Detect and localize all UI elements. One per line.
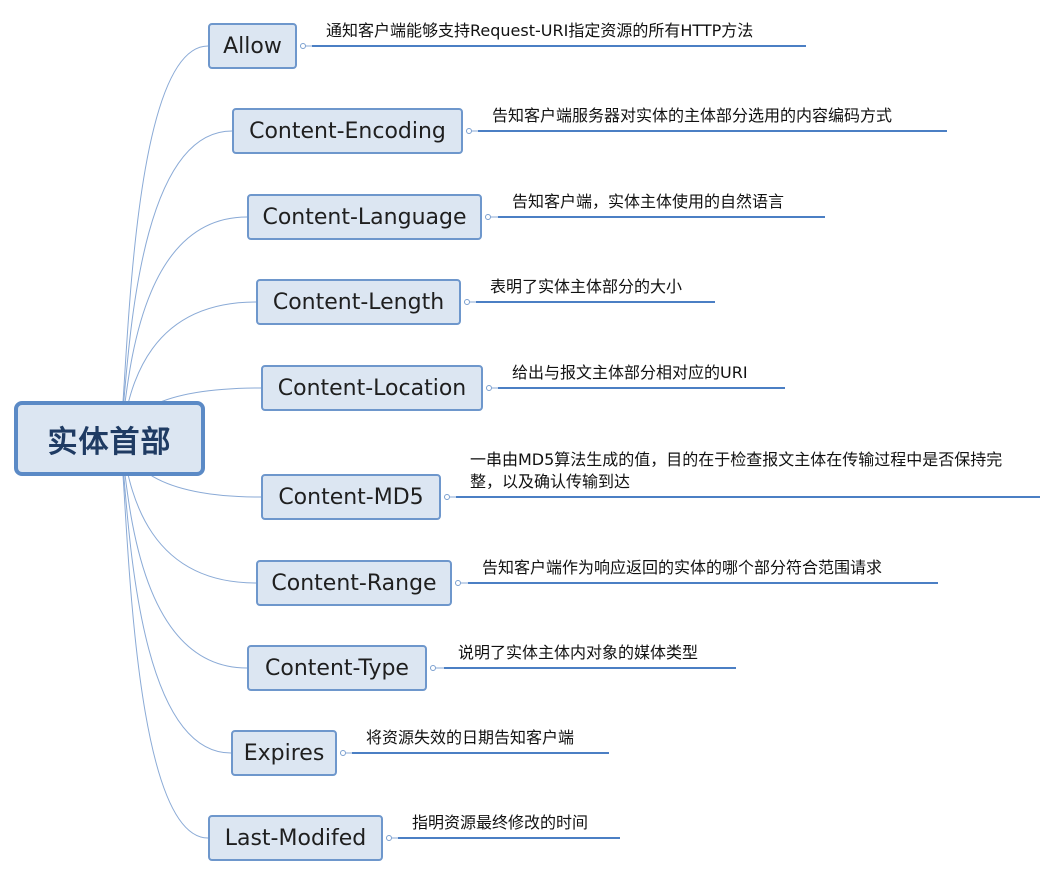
description-underline (498, 387, 785, 389)
branch-curve (119, 437, 209, 839)
branch-curve (119, 130, 233, 439)
root-node[interactable]: 实体首部 (14, 401, 205, 476)
header-description: 一串由MD5算法生成的值，目的在于检查报文主体在传输过程中是否保持完整，以及确认… (470, 450, 1003, 491)
description-underline (468, 582, 938, 584)
description-underline (352, 752, 609, 754)
header-node[interactable]: Content-Encoding (232, 108, 463, 154)
header-description: 告知客户端，实体主体使用的自然语言 (512, 192, 785, 211)
header-description: 说明了实体主体内对象的媒体类型 (458, 643, 699, 662)
header-node[interactable]: Content-Type (247, 645, 427, 691)
collapse-knob-icon[interactable] (300, 43, 306, 49)
collapse-knob-icon[interactable] (464, 299, 470, 305)
header-node[interactable]: Content-Language (247, 194, 482, 240)
collapse-knob-icon[interactable] (466, 128, 472, 134)
description-underline (498, 216, 825, 218)
header-description: 给出与报文主体部分相对应的URI (512, 363, 748, 382)
collapse-knob-icon[interactable] (486, 385, 492, 391)
branch-curve (119, 45, 209, 439)
header-description: 表明了实体主体部分的大小 (490, 277, 683, 296)
collapse-knob-icon[interactable] (444, 494, 450, 500)
collapse-knob-icon[interactable] (485, 214, 491, 220)
collapse-knob-icon[interactable] (340, 750, 346, 756)
header-node[interactable]: Content-Range (256, 560, 452, 606)
header-node[interactable]: Content-MD5 (261, 474, 441, 520)
collapse-knob-icon[interactable] (386, 835, 392, 841)
header-node[interactable]: Allow (208, 23, 297, 69)
header-node[interactable]: Content-Location (261, 365, 483, 411)
header-node[interactable]: Last-Modifed (208, 815, 383, 861)
collapse-knob-icon[interactable] (455, 580, 461, 586)
branch-curve (119, 437, 232, 754)
header-description: 告知客户端服务器对实体的主体部分选用的内容编码方式 (492, 106, 893, 125)
description-underline (456, 496, 1040, 498)
description-underline (476, 301, 715, 303)
header-description: 将资源失效的日期告知客户端 (366, 728, 575, 747)
header-node[interactable]: Content-Length (256, 279, 461, 325)
description-underline (444, 667, 736, 669)
description-underline (478, 130, 947, 132)
collapse-knob-icon[interactable] (430, 665, 436, 671)
header-description: 通知客户端能够支持Request-URI指定资源的所有HTTP方法 (326, 21, 754, 40)
header-description: 告知客户端作为响应返回的实体的哪个部分符合范围请求 (482, 558, 883, 577)
header-node[interactable]: Expires (231, 730, 337, 776)
description-underline (398, 837, 620, 839)
description-underline (312, 45, 806, 47)
header-description: 指明资源最终修改的时间 (412, 813, 589, 832)
